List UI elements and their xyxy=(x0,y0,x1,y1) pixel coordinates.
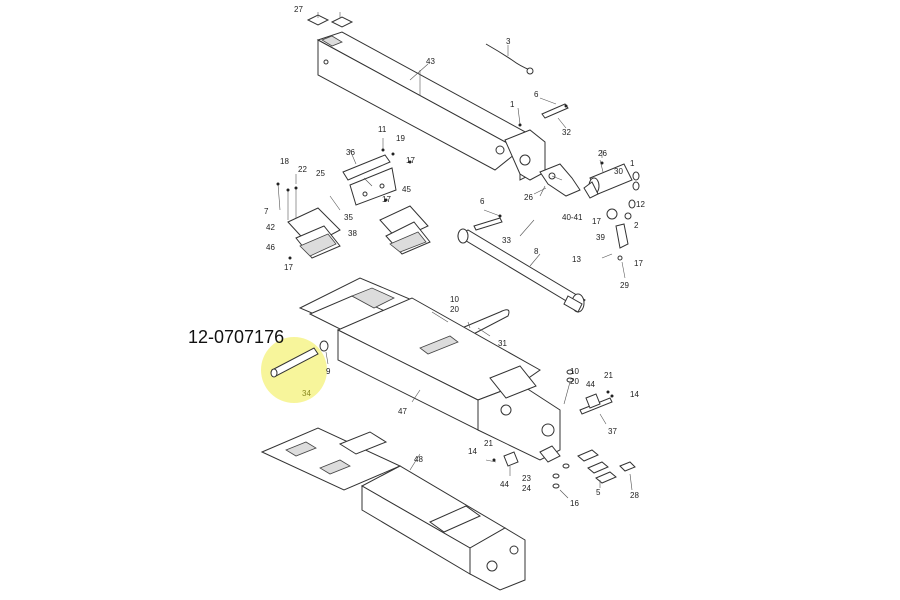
part-48-chassis xyxy=(260,427,526,591)
callout-40-41: 40-41 xyxy=(562,213,583,222)
callout-30: 30 xyxy=(614,167,623,176)
leader-lines xyxy=(295,63,603,471)
part-44-lower-bracket xyxy=(492,451,519,476)
callout-31: 31 xyxy=(498,339,507,348)
part-number-label: 12-0707176 xyxy=(188,327,284,347)
callout-11: 11 xyxy=(378,125,387,134)
callout-22: 22 xyxy=(298,165,307,174)
callout-labels: 27 3 43 1 6 32 11 19 36 17 45 18 22 25 7… xyxy=(264,5,645,508)
callout-1b: 1 xyxy=(630,159,635,168)
part-26-link xyxy=(539,163,581,197)
callout-14b: 14 xyxy=(468,447,477,456)
callout-6a: 6 xyxy=(534,90,539,99)
callout-9: 9 xyxy=(326,367,331,376)
part-20-washers xyxy=(563,369,574,405)
callout-29: 29 xyxy=(620,281,629,290)
part-30-shaft xyxy=(583,159,633,220)
callout-10b: 10 xyxy=(570,367,579,376)
callout-48: 48 xyxy=(414,455,423,464)
callout-20b: 20 xyxy=(570,377,579,386)
part-37-rod xyxy=(579,390,614,425)
part-38-plate-right xyxy=(379,198,431,255)
callout-38: 38 xyxy=(348,229,357,238)
callout-17b: 17 xyxy=(382,195,391,204)
part-32-pin xyxy=(517,97,569,129)
callout-45: 45 xyxy=(402,185,411,194)
callout-3: 3 xyxy=(506,37,511,46)
callout-8: 8 xyxy=(534,247,539,256)
callout-35: 35 xyxy=(344,213,353,222)
callout-16: 16 xyxy=(570,499,579,508)
part-27-pads xyxy=(306,12,354,28)
part-43-upper-boom xyxy=(316,31,546,181)
callout-5: 5 xyxy=(596,488,601,497)
callout-17a: 17 xyxy=(406,156,415,165)
callout-34: 34 xyxy=(302,389,311,398)
callout-7: 7 xyxy=(264,207,269,216)
callout-14a: 14 xyxy=(630,390,639,399)
callout-43: 43 xyxy=(426,57,435,66)
part-36-bar xyxy=(342,138,395,181)
part-39-block xyxy=(601,212,632,279)
part-45-bracket xyxy=(349,160,412,206)
callout-2: 2 xyxy=(634,221,639,230)
part-8-cylinder xyxy=(457,228,586,313)
callout-19: 19 xyxy=(396,134,405,143)
callout-36: 36 xyxy=(346,148,355,157)
part-5-pads xyxy=(577,449,636,491)
callout-27: 27 xyxy=(294,5,303,14)
callout-21b: 21 xyxy=(484,439,493,448)
callout-17c: 17 xyxy=(284,263,293,272)
callout-10a: 10 xyxy=(450,295,459,304)
callout-24: 24 xyxy=(522,484,531,493)
callout-12: 12 xyxy=(636,200,645,209)
callout-42: 42 xyxy=(266,223,275,232)
callout-18: 18 xyxy=(280,157,289,166)
callout-46: 46 xyxy=(266,243,275,252)
callout-28: 28 xyxy=(630,491,639,500)
part-23-24-hardware xyxy=(552,463,570,499)
callout-17e: 17 xyxy=(634,259,643,268)
part-12-washer xyxy=(628,171,640,209)
callout-39: 39 xyxy=(596,233,605,242)
callout-32: 32 xyxy=(562,128,571,137)
callout-13: 13 xyxy=(572,255,581,264)
callout-33: 33 xyxy=(502,236,511,245)
callout-25: 25 xyxy=(316,169,325,178)
part-33-pin xyxy=(473,209,503,231)
callout-17d: 17 xyxy=(592,217,601,226)
callout-20a: 20 xyxy=(450,305,459,314)
callout-6b: 6 xyxy=(480,197,485,206)
part-34-pin xyxy=(270,347,319,378)
part-38-plate-left xyxy=(276,182,341,260)
part-47-frame xyxy=(298,277,561,463)
part-9-nut xyxy=(319,340,329,365)
callout-37: 37 xyxy=(608,427,617,436)
part-3-cable xyxy=(485,43,534,75)
callout-23: 23 xyxy=(522,474,531,483)
callout-21a: 21 xyxy=(604,371,613,380)
callout-47: 47 xyxy=(398,407,407,416)
callout-44b: 44 xyxy=(500,480,509,489)
callout-44a: 44 xyxy=(586,380,595,389)
callout-26a: 26 xyxy=(598,149,607,158)
callout-1a: 1 xyxy=(510,100,515,109)
callout-26b: 26 xyxy=(524,193,533,202)
